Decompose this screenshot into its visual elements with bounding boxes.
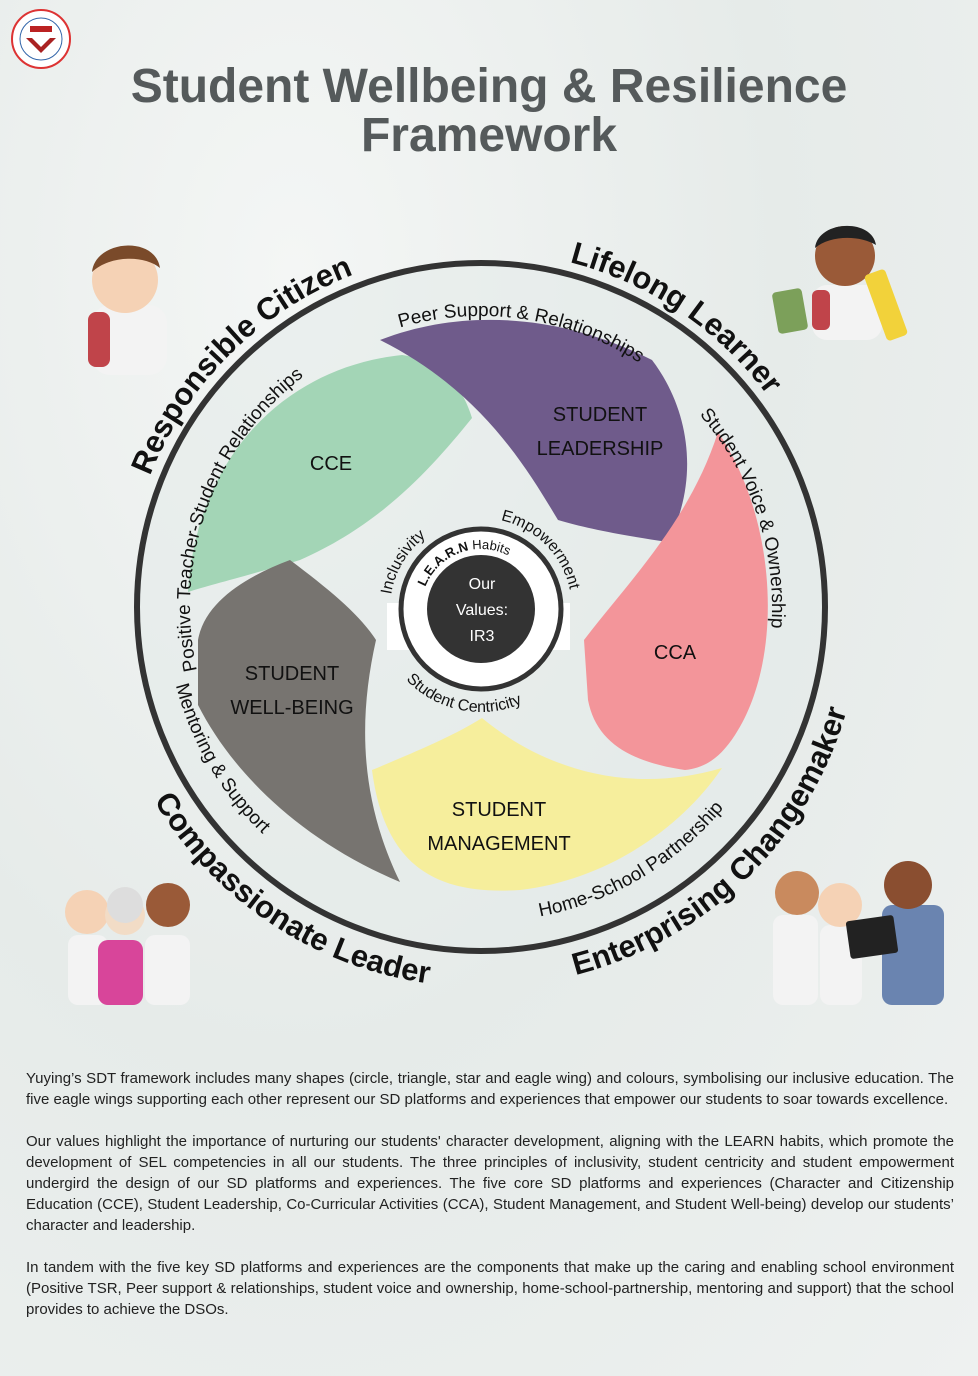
students-illustration-bottom-right xyxy=(773,861,944,1005)
petal-cca xyxy=(584,432,768,770)
core-values-3: IR3 xyxy=(470,628,495,645)
platform-cca: CCA xyxy=(654,642,697,664)
platform-leadership-1: STUDENT xyxy=(553,404,647,426)
core-values-2: Values: xyxy=(456,602,508,619)
core-values-1: Our xyxy=(469,576,496,593)
platform-wellbeing-1: STUDENT xyxy=(245,663,339,685)
title-line-1: Student Wellbeing & Resilience xyxy=(130,60,848,113)
platform-wellbeing-2: WELL-BEING xyxy=(230,697,353,719)
description-text: Yuying’s SDT framework includes many sha… xyxy=(26,1068,954,1341)
petal-management xyxy=(372,718,722,891)
description-paragraph-2: Our values highlight the importance of n… xyxy=(26,1133,954,1234)
platform-management-1: STUDENT xyxy=(452,799,546,821)
platform-management-2: MANAGEMENT xyxy=(427,833,570,855)
petal-leadership xyxy=(380,319,688,542)
students-illustration-bottom-left xyxy=(65,883,190,1005)
student-illustration-top-left xyxy=(88,245,167,375)
petal-cce xyxy=(188,355,472,592)
platform-leadership-2: LEADERSHIP xyxy=(537,438,664,460)
platform-cce: CCE xyxy=(310,453,352,475)
framework-diagram: CCE STUDENT LEADERSHIP CCA STUDENT MANAG… xyxy=(65,225,944,1005)
description-paragraph-1: Yuying’s SDT framework includes many sha… xyxy=(26,1070,954,1108)
core-disc xyxy=(427,555,535,663)
school-logo xyxy=(11,9,71,69)
petal-wellbeing xyxy=(198,560,400,882)
page-title: Student Wellbeing & Resilience Framework xyxy=(0,62,978,160)
title-line-2: Framework xyxy=(360,109,618,162)
student-illustration-top-right xyxy=(772,225,908,341)
description-paragraph-3: In tandem with the five key SD platforms… xyxy=(26,1259,954,1318)
